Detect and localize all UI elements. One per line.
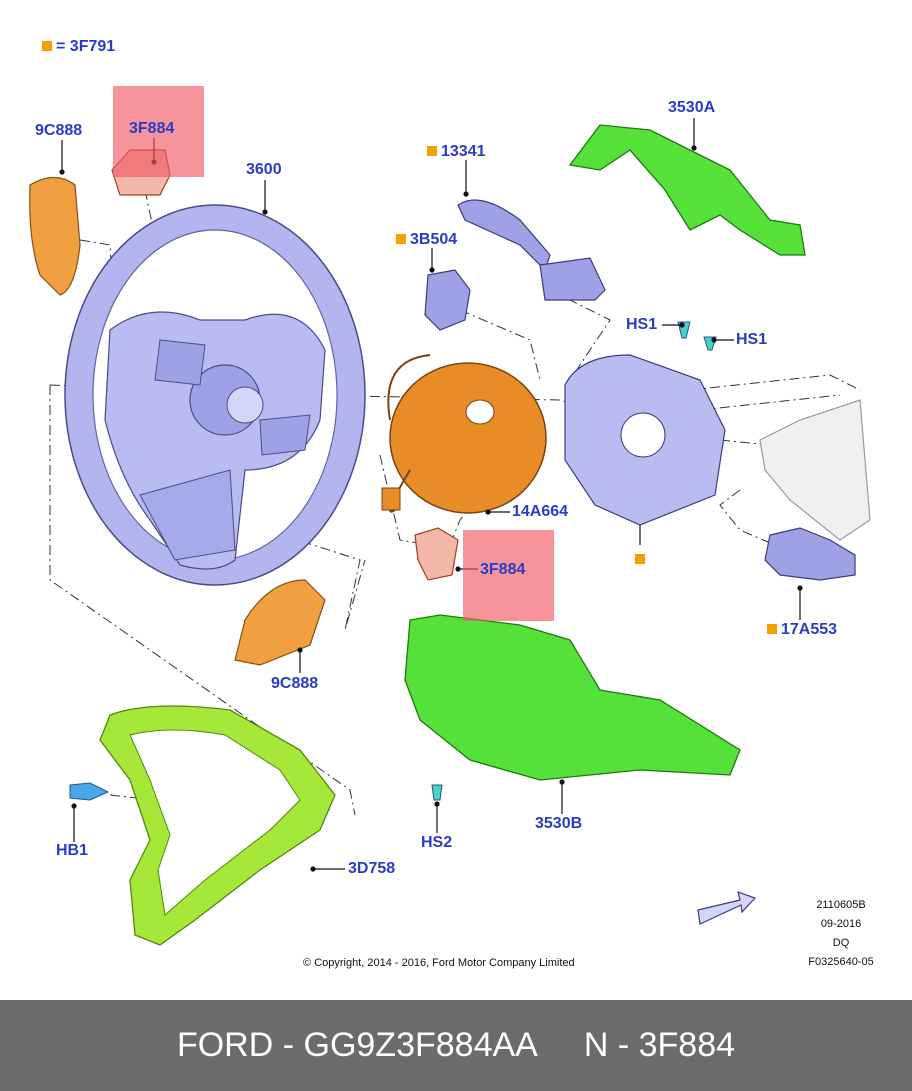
label-17a553: 17A553	[767, 621, 837, 639]
shroud-3530b	[404, 614, 741, 781]
meta-line-4: F0325640-05	[808, 956, 874, 968]
drawing-meta: 2110605B 09-2016 DQ F0325640-05	[781, 896, 901, 972]
label-hb1: HB1	[56, 842, 89, 859]
legend-square-icon	[42, 41, 52, 51]
module-3b504	[424, 269, 471, 331]
copyright-text: © Copyright, 2014 - 2016, Ford Motor Com…	[303, 957, 575, 969]
meta-line-2: 09-2016	[820, 918, 862, 930]
highlight-box-top	[113, 86, 204, 177]
screw-hs2	[431, 784, 443, 801]
footer-part-number: FORD - GG9Z3F884AA	[176, 1026, 538, 1064]
label-9c888-top: 9C888	[35, 122, 83, 139]
label-3b504: 3B504	[396, 231, 457, 249]
label-13341: 13341	[427, 143, 486, 161]
column-switch-housing	[564, 354, 726, 526]
label-3f884-top: 3F884	[129, 120, 175, 137]
lever-13341	[457, 199, 606, 301]
marker-3f791-square	[635, 554, 645, 564]
clip-3f884-mid	[414, 527, 459, 581]
switch-9c888-top	[29, 176, 81, 296]
label-3b504-text: 3B504	[410, 231, 458, 248]
label-hs1-a: HS1	[626, 316, 658, 333]
sensor-17a553	[764, 527, 856, 581]
label-3f884-mid: 3F884	[480, 561, 526, 578]
footer-part-code: N - 3F884	[583, 1026, 736, 1064]
legend-text: = 3F791	[56, 38, 116, 55]
steering-column	[759, 399, 871, 541]
marker-icon	[427, 146, 437, 156]
diagram-canvas: = 3F791 9C888 3F884 3600 13341 3530A 3B5…	[29, 38, 901, 972]
label-3530a: 3530A	[668, 99, 716, 116]
marker-icon	[396, 234, 406, 244]
label-3d758: 3D758	[348, 860, 396, 877]
meta-line-3: DQ	[832, 937, 850, 949]
shroud-3530a	[568, 124, 806, 256]
exploded-diagram-art	[29, 118, 871, 946]
label-14a664: 14A664	[512, 503, 569, 520]
switch-9c888-bottom	[234, 579, 326, 666]
clockspring-14a664	[381, 354, 547, 514]
marker-icon	[767, 624, 777, 634]
label-hs1-b: HS1	[736, 331, 768, 348]
label-13341-text: 13341	[441, 143, 486, 160]
label-3600: 3600	[246, 161, 282, 178]
label-3530b: 3530B	[535, 815, 583, 832]
label-hs2: HS2	[421, 834, 453, 851]
screw-hb1	[69, 782, 110, 801]
steering-wheel	[64, 204, 366, 586]
highlight-box-mid	[463, 530, 554, 621]
label-17a553-text: 17A553	[781, 621, 838, 638]
label-9c888-bottom: 9C888	[271, 675, 319, 692]
meta-line-1: 2110605B	[816, 899, 866, 911]
direction-arrow-icon	[697, 891, 757, 925]
footer-bar: FORD - GG9Z3F884AA N - 3F884	[0, 1000, 912, 1091]
legend-3f791: = 3F791	[42, 38, 115, 56]
